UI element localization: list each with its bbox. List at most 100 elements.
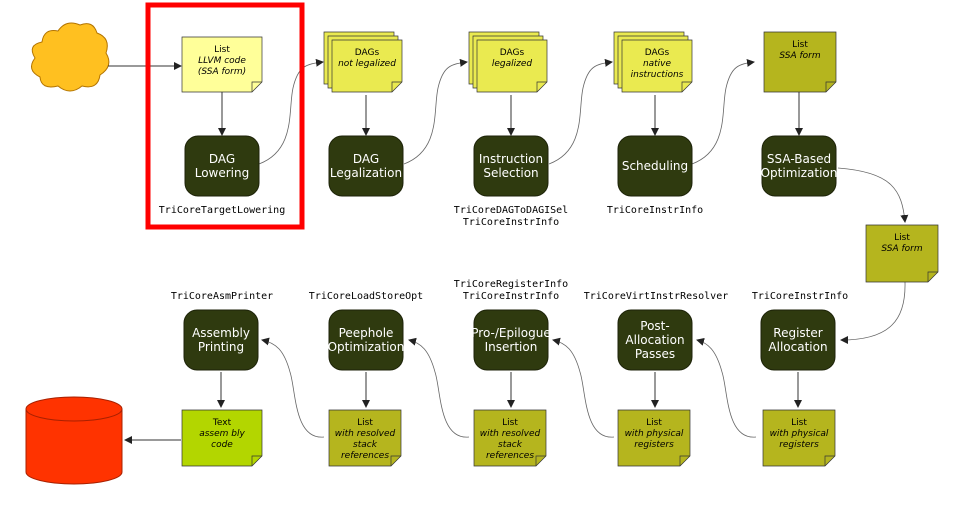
note-title: List (894, 233, 910, 243)
note-subtitle: stack (353, 440, 378, 450)
note-fold (824, 455, 835, 466)
process-label: DAG (209, 152, 235, 166)
process-label: Insertion (485, 340, 538, 354)
class-label: TriCoreVirtInstrResolver (584, 291, 729, 302)
process-label: Peephole (339, 326, 394, 340)
note-subtitle: SSA form (779, 51, 820, 61)
process-box (328, 135, 404, 197)
note-subtitle: assem bly (199, 429, 245, 439)
note-sheet (865, 224, 939, 283)
process-box (328, 309, 404, 371)
note-fold (681, 81, 692, 92)
edge-selection-to-dags (548, 58, 613, 165)
edge-list-to-asmprint (261, 337, 325, 438)
class-tricore-instr-info-regalloc: TriCoreInstrInfo (752, 291, 848, 302)
note-subtitle: stack (498, 440, 523, 450)
class-tricore-virt-instr-resolver: TriCoreVirtInstrResolver (584, 291, 729, 302)
note-sheet (763, 31, 837, 93)
note-subtitle: registers (634, 440, 674, 450)
process-box (617, 135, 693, 197)
edge-legalization-to-dags (403, 58, 468, 165)
process-label: Register (773, 326, 822, 340)
process-scheduling: Scheduling (617, 135, 693, 197)
edge-lowering-to-dags (258, 58, 324, 165)
note-sheet (621, 39, 693, 93)
note-subtitle: instructions (631, 70, 684, 80)
note-fold (825, 81, 836, 92)
class-label: TriCoreInstrInfo (752, 291, 848, 302)
process-label: Optimization (328, 340, 405, 354)
edge-ssa-opt-to-list (837, 167, 909, 223)
class-label: TriCoreAsmPrinter (171, 291, 273, 302)
note-title: List (791, 418, 807, 428)
class-tricore-target-lowering: TriCoreTargetLowering (159, 205, 285, 216)
note-fold (536, 81, 547, 92)
process-label: Selection (483, 166, 538, 180)
process-box (183, 309, 259, 371)
edge-list-to-proepilogue (552, 337, 615, 438)
process-label: Scheduling (622, 159, 688, 173)
class-tricore-load-store-opt: TriCoreLoadStoreOpt (309, 291, 423, 302)
database-body (25, 408, 123, 485)
process-box (473, 309, 549, 371)
process-box (184, 135, 260, 197)
note-sheet (331, 39, 403, 93)
process-label: Printing (198, 340, 244, 354)
note-subtitle: with resolved (480, 429, 541, 439)
process-box (617, 309, 693, 371)
note-subtitle: (SSA form) (198, 67, 246, 77)
process-label: Lowering (195, 166, 250, 180)
note-sheet (328, 409, 402, 467)
class-labels: TriCoreTargetLowering TriCoreDAGToDAGISel… (159, 205, 848, 302)
note-title: DAGs (355, 48, 380, 58)
note-fold (251, 455, 262, 466)
class-label: TriCoreRegisterInfo (454, 279, 568, 290)
process-label: DAG (353, 152, 379, 166)
class-label: TriCoreTargetLowering (159, 205, 285, 216)
process-box (473, 135, 549, 197)
note-title: List (646, 418, 662, 428)
class-label: TriCoreInstrInfo (607, 205, 703, 216)
process-label: Post- (640, 319, 669, 333)
process-label: Passes (635, 347, 675, 361)
process-label: Pro-/Epilogue (471, 326, 550, 340)
curved-connectors (258, 58, 909, 438)
database-top (25, 396, 123, 422)
note-sheet (617, 409, 691, 467)
process-label: Allocation (625, 333, 684, 347)
output-database-cylinder (25, 396, 123, 485)
process-label: Optimization (761, 166, 838, 180)
note-sheet (473, 409, 547, 467)
edge-list-to-regalloc (840, 281, 906, 344)
note-subtitle: not legalized (338, 59, 396, 69)
note-title: DAGs (645, 48, 670, 58)
edge-list-to-postalloc (696, 337, 757, 438)
process-label: Assembly (192, 326, 250, 340)
class-tricore-instr-info-sched: TriCoreInstrInfo (607, 205, 703, 216)
note-subtitle: legalized (492, 59, 533, 69)
edge-scheduling-to-list (691, 58, 755, 165)
note-title: List (502, 418, 518, 428)
note-subtitle: with resolved (335, 429, 396, 439)
process-label: SSA-Based (767, 152, 831, 166)
class-label: TriCoreDAGToDAGISel (454, 205, 568, 216)
note-subtitle: native (643, 59, 672, 69)
note-subtitle: with physical (770, 429, 829, 439)
edge-list-to-peephole (408, 337, 470, 438)
note-fold (535, 455, 546, 466)
